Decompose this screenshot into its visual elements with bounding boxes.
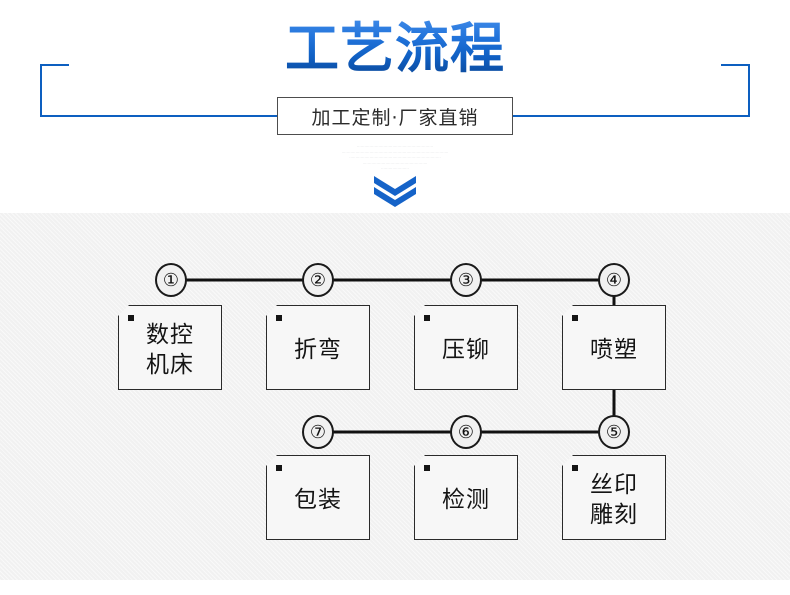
decorative-text-block: ........................................…	[0, 143, 790, 171]
bracket-right-bottom	[495, 115, 750, 117]
process-box-label: 丝印雕刻	[590, 471, 638, 528]
decorative-text-line: ......................	[381, 165, 409, 170]
header-section: 工艺流程 加工定制·厂家直销 .........................…	[0, 0, 790, 213]
bracket-right-vertical	[748, 64, 750, 117]
process-box-label: 喷塑	[590, 336, 638, 363]
flow-node-6[interactable]: ⑥	[450, 415, 482, 449]
page-title: 工艺流程	[0, 18, 790, 80]
bracket-left-bottom	[40, 115, 295, 117]
chevron-double-down-icon	[0, 174, 790, 208]
flow-node-5[interactable]: ⑤	[598, 415, 630, 449]
process-box-screen-printing[interactable]: 丝印雕刻	[562, 455, 666, 540]
flow-connector-lines	[171, 278, 616, 434]
bracket-left-top	[40, 64, 69, 66]
bracket-left-vertical	[40, 64, 42, 117]
corner-square-icon	[276, 315, 282, 321]
corner-square-icon	[276, 465, 282, 471]
process-box-inspection[interactable]: 检测	[414, 455, 518, 540]
flow-node-2[interactable]: ②	[302, 263, 334, 297]
flow-node-4[interactable]: ④	[598, 263, 630, 297]
process-box-label: 检测	[442, 486, 490, 513]
corner-square-icon	[424, 465, 430, 471]
process-box-riveting[interactable]: 压铆	[414, 305, 518, 390]
decorative-text-line: ........................................…	[356, 143, 434, 148]
process-box-bending[interactable]: 折弯	[266, 305, 370, 390]
process-box-packaging[interactable]: 包装	[266, 455, 370, 540]
decorative-text-line: ........................................…	[349, 154, 441, 159]
bottom-white-strip	[0, 580, 790, 595]
process-box-label: 数控机床	[146, 321, 194, 378]
flow-node-7[interactable]: ⑦	[302, 415, 334, 449]
flow-node-1[interactable]: ①	[155, 263, 187, 297]
flow-node-3[interactable]: ③	[450, 263, 482, 297]
decorative-text-line: ........................................…	[341, 148, 449, 154]
subtitle-box: 加工定制·厂家直销	[277, 97, 513, 135]
bracket-right-top	[721, 64, 750, 66]
corner-square-icon	[424, 315, 430, 321]
subtitle-text: 加工定制·厂家直销	[311, 106, 479, 129]
corner-square-icon	[572, 315, 578, 321]
process-box-label: 折弯	[294, 336, 342, 363]
process-box-powder-coating[interactable]: 喷塑	[562, 305, 666, 390]
corner-square-icon	[128, 315, 134, 321]
corner-square-icon	[572, 465, 578, 471]
flow-diagram-panel: ① ② ③ ④ 数控机床 折弯 压铆 喷塑 ⑦ ⑥ ⑤ 包装	[0, 213, 790, 580]
process-box-label: 包装	[294, 486, 342, 513]
process-box-label: 压铆	[442, 336, 490, 363]
decorative-text-line: ........................................…	[362, 159, 428, 165]
process-box-cnc[interactable]: 数控机床	[118, 305, 222, 390]
